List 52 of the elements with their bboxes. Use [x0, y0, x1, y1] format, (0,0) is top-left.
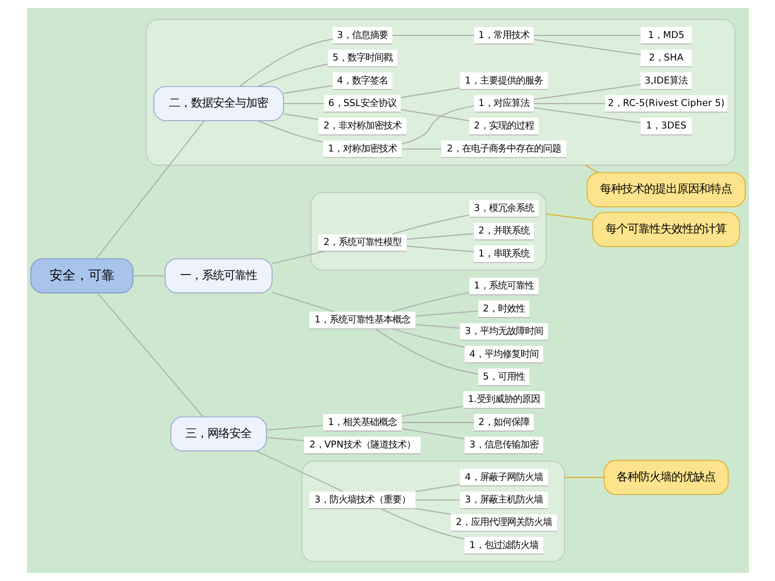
connector — [400, 109, 469, 122]
connector — [282, 85, 332, 94]
connector — [545, 213, 592, 221]
node-box: 一，系统可靠性 — [164, 258, 272, 294]
connector — [392, 34, 474, 36]
connector — [406, 246, 474, 252]
node-box: 每种技术的提出原因和特点 — [586, 172, 746, 208]
connector — [401, 148, 441, 150]
connector — [282, 103, 324, 104]
connector — [533, 39, 640, 56]
connector — [272, 250, 325, 264]
connector — [401, 422, 474, 424]
connector — [282, 113, 318, 120]
connector — [415, 500, 460, 501]
node-box: 二，数据安全与加密 — [152, 86, 284, 122]
connector — [392, 292, 469, 312]
cluster — [145, 18, 735, 166]
connector — [257, 64, 328, 88]
connector — [96, 292, 203, 418]
connector — [392, 214, 469, 235]
connector — [239, 38, 332, 87]
node-box: 三，网络安全 — [170, 416, 266, 452]
connector — [533, 34, 640, 36]
node-box: 每个可靠性失效性的计算 — [592, 212, 740, 247]
connector — [415, 484, 460, 492]
connector — [266, 437, 304, 442]
connector — [401, 428, 464, 440]
connector — [401, 406, 463, 417]
connector — [374, 328, 478, 375]
connector — [257, 120, 323, 143]
connector — [392, 328, 464, 348]
node-box: 安全，可靠 — [30, 258, 133, 294]
connector — [533, 84, 640, 100]
connector — [255, 450, 343, 492]
connector — [585, 164, 598, 174]
cluster — [300, 460, 564, 562]
connector — [266, 425, 322, 431]
connector — [380, 508, 464, 540]
connector — [564, 476, 604, 478]
connector — [415, 324, 460, 329]
node-box: 各种防火墙的优缺点 — [603, 460, 728, 495]
connector — [415, 508, 450, 515]
connector — [533, 107, 640, 124]
cluster — [310, 192, 546, 271]
connector — [95, 120, 204, 260]
connector — [533, 103, 604, 104]
connector — [406, 233, 474, 240]
connector — [400, 87, 460, 98]
connector — [132, 275, 164, 276]
connector — [272, 292, 334, 312]
connector — [415, 310, 478, 317]
connector — [401, 105, 474, 145]
